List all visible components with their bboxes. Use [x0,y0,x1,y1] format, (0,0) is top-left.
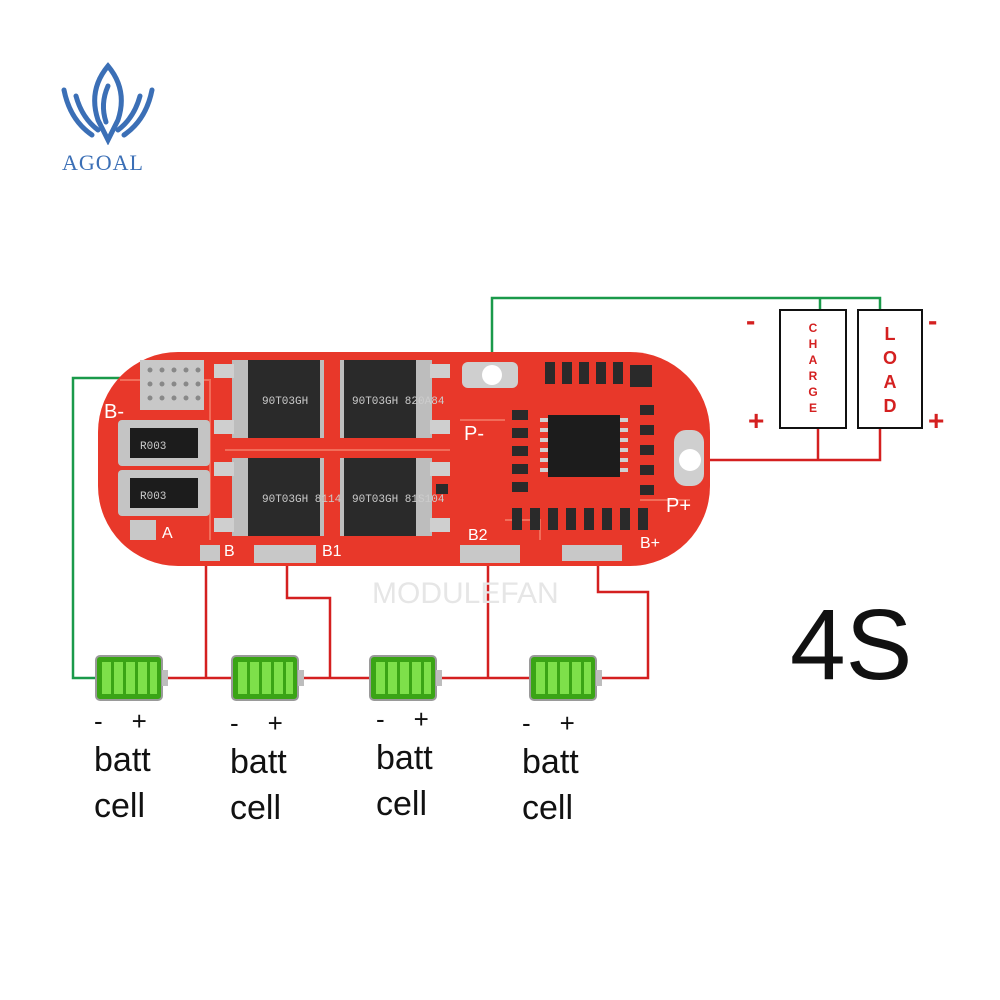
pad-label-b-plus: B+ [640,535,660,552]
pad-label-b1: B1 [322,543,342,560]
battery-icon-2 [231,655,304,701]
pad-label-p-minus: P- [464,423,484,445]
mosfet-1-label: 90T03GH [262,396,308,408]
load-box [857,309,923,429]
pad-label-a: A [162,525,173,542]
flame-logo-icon [61,62,155,145]
charge-plus: + [748,405,764,436]
cell-caption-4: - + batt cell [522,708,612,831]
battery-icon-3 [369,655,442,701]
pad-label-p-plus: P+ [666,495,691,517]
box-letter: A [884,372,897,392]
cell-plus: + [559,708,575,738]
pcb-board [98,352,710,566]
resistor-2-label: R003 [140,491,166,503]
red-wires [166,428,882,680]
cell-minus: - [376,704,385,734]
cell-line1: batt [522,743,579,781]
box-letter: D [884,396,897,416]
watermark: MODULEFAN [372,577,559,610]
cell-caption-2: - + batt cell [230,708,320,831]
mosfet-4-label: 90T03GH 81S104 [352,494,445,506]
cell-line1: batt [94,741,151,779]
load-minus: - [928,305,937,336]
box-letter: H [809,337,818,351]
load-plus: + [928,405,944,436]
cell-line2: cell [522,789,574,827]
charge-box [779,309,847,429]
configuration-label: 4S [790,589,913,701]
box-letter: A [809,353,818,367]
pad-label-b-minus: B- [104,401,124,423]
cell-line1: batt [376,739,433,777]
box-letter: G [808,385,817,399]
resistor-1-label: R003 [140,441,166,453]
brand-name: AGOAL [62,150,144,175]
cell-minus: - [94,706,103,736]
battery-icon-4 [529,655,602,701]
cell-line1: batt [230,743,287,781]
cell-caption-3: - + batt cell [376,704,466,827]
cell-line2: cell [376,785,428,823]
pad-label-b: B [224,543,235,560]
pad-label-b2: B2 [468,527,488,544]
mosfet-2-label: 90T03GH 820A84 [352,396,445,408]
box-letter: O [883,348,897,368]
cell-caption-1: - + batt cell [94,706,184,829]
cell-plus: + [267,708,283,738]
box-letter: L [885,324,896,344]
box-letter: R [809,369,818,383]
box-letter: E [809,401,817,415]
cell-minus: - [522,708,531,738]
charge-minus: - [746,305,755,336]
cell-plus: + [131,706,147,736]
cell-minus: - [230,708,239,738]
cell-plus: + [413,704,429,734]
cell-line2: cell [94,787,146,825]
battery-icon-1 [95,655,168,701]
box-letter: C [809,321,818,335]
green-wires [71,296,882,680]
cell-line2: cell [230,789,282,827]
mosfet-3-label: 90T03GH 8114 [262,494,342,506]
